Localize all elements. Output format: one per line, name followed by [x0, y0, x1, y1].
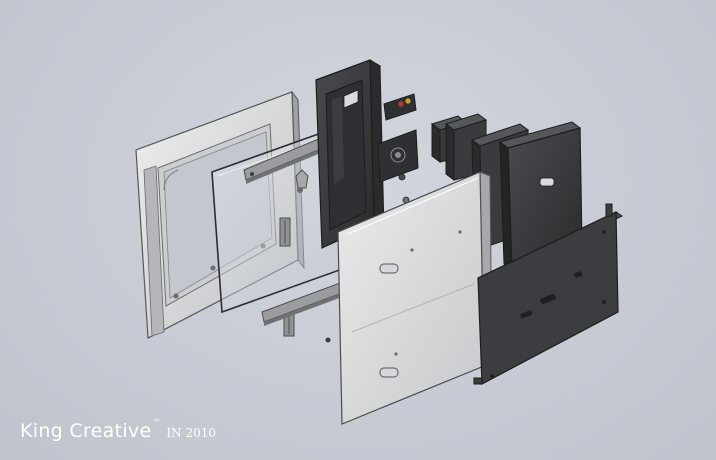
- dark-bezel-frame: [314, 59, 385, 249]
- upper-hinge: [279, 217, 291, 247]
- watermark-brand: King Creative: [20, 420, 152, 442]
- watermark: King Creative™ IN 2010: [20, 418, 217, 442]
- latch-hardware: [295, 169, 309, 193]
- watermark-trademark: ™: [152, 418, 161, 427]
- speaker-plate: [377, 129, 419, 204]
- back-housing: [498, 121, 583, 272]
- rear-mounting-plate: [473, 203, 624, 385]
- indicator-panel: [383, 93, 417, 121]
- watermark-year: IN 2010: [166, 426, 217, 440]
